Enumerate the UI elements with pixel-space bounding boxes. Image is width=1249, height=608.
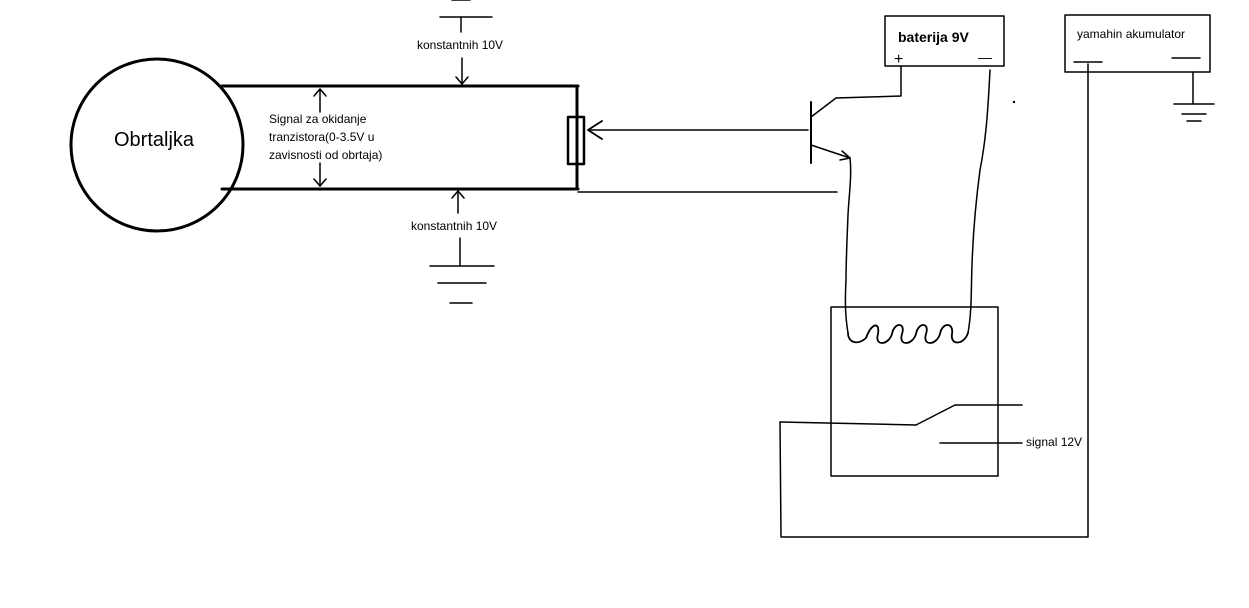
relay: signal 12V (779, 306, 1082, 477)
signal-label-line2: tranzistora(0-3.5V u (269, 130, 374, 144)
battery-minus-to-coil-wire (967, 69, 991, 334)
stray-dot (1012, 100, 1016, 104)
transistor (810, 97, 851, 164)
motor-leads (220, 84, 580, 191)
battery-label: baterija 9V (898, 29, 969, 45)
relay-box (830, 306, 999, 477)
bottom-voltage-label: konstantnih 10V (411, 219, 497, 233)
emitter-to-coil-wire (844, 157, 852, 334)
battery-9v: baterija 9V + — (884, 15, 1005, 68)
potentiometer-body (566, 115, 586, 166)
collector-to-battery-wire (835, 65, 902, 99)
relay-signal-label: signal 12V (1026, 435, 1082, 449)
signal-label-line1: Signal za okidanje (269, 112, 367, 126)
accumulator-label: yamahin akumulator (1077, 27, 1185, 41)
battery-box (884, 15, 1005, 67)
relay-switch-common (779, 421, 917, 426)
accumulator-ground (1173, 71, 1215, 122)
motor-label: Obrtaljka (114, 129, 195, 151)
battery-minus-mark: — (978, 49, 992, 65)
potentiometer (566, 115, 809, 166)
signal-arrows: Signal za okidanje tranzistora(0-3.5V u … (269, 88, 382, 187)
accumulator: yamahin akumulator (1064, 14, 1211, 73)
top-ground-reference: konstantnih 10V (417, 0, 503, 85)
relay-switch-blade (915, 404, 956, 426)
top-voltage-label: konstantnih 10V (417, 38, 503, 52)
relay-to-accumulator-wire (779, 63, 1089, 538)
motor-obrtaljka: Obrtaljka (69, 57, 245, 233)
battery-plus-mark: + (894, 51, 903, 68)
signal-label-line3: zavisnosti od obrtaja) (269, 148, 382, 162)
accumulator-box (1064, 14, 1211, 73)
motor-circle (69, 57, 245, 233)
bottom-ground-reference: konstantnih 10V (411, 190, 497, 304)
relay-coil (847, 324, 969, 344)
potentiometer-wiper-arrow (587, 120, 603, 140)
transistor-emitter (810, 144, 851, 159)
transistor-collector (810, 97, 837, 118)
